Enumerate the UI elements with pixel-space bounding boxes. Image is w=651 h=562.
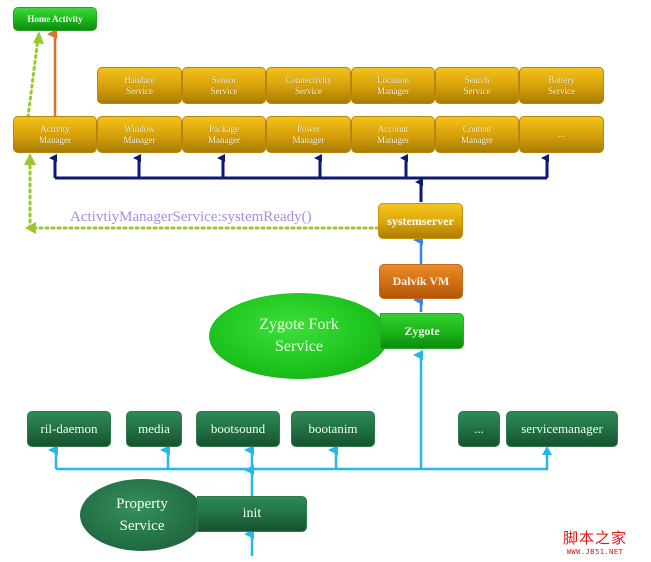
- property-service-label-line2: Service: [119, 518, 165, 534]
- service-label-line1: Location: [377, 74, 409, 85]
- init-label: init: [242, 506, 262, 521]
- property-service-label-line1: Property: [116, 496, 168, 512]
- home-activity-node: Home Activity: [13, 7, 97, 31]
- dalvik-vm-node: Dalvik VM: [379, 264, 463, 299]
- service-label-line1: Connectivity: [285, 74, 332, 85]
- service-label-line1: Search: [464, 74, 490, 85]
- manager-label-line2: Manager: [123, 134, 156, 145]
- manager-label-line1: Activity: [40, 123, 70, 134]
- watermark-chinese: 脚本之家: [563, 529, 628, 547]
- zygote-node: Zygote: [380, 313, 464, 349]
- daemon-label: media: [138, 421, 170, 436]
- daemon-label: ...: [474, 421, 484, 436]
- system-ready-up-arrowhead: [24, 153, 36, 165]
- daemon-node-servicemanager: servicemanager: [506, 411, 618, 447]
- zygote-fork-label-line2: Service: [275, 338, 323, 355]
- service-label-line1: Sensor: [211, 74, 237, 85]
- daemon-label: bootsound: [210, 421, 266, 436]
- service-label-line2: Service: [463, 85, 491, 96]
- service-label-line1: Handare: [124, 74, 155, 85]
- manager-label-line2: Manager: [292, 134, 325, 145]
- manager-label-line1: Account: [377, 123, 409, 134]
- service-label-line2: Service: [125, 85, 153, 96]
- zygote-label: Zygote: [404, 323, 440, 338]
- daemon-node-more: ...: [458, 411, 500, 447]
- manager-label-line2: Manager: [461, 134, 493, 145]
- daemon-node-bootanim: bootanim: [291, 411, 375, 447]
- watermark-url: WWW.JB51.NET: [566, 548, 624, 556]
- daemon-node-media: media: [126, 411, 182, 447]
- daemon-label: bootanim: [308, 421, 358, 436]
- dotted-home-arrowhead: [33, 31, 44, 44]
- daemon-label: servicemanager: [521, 421, 603, 436]
- service-label-line2: Service: [295, 85, 322, 96]
- dalvik-vm-label: Dalvik VM: [392, 274, 450, 288]
- systemserver-label: systemserver: [387, 213, 454, 228]
- service-label-line2: Manager: [377, 85, 409, 96]
- service-label-line2: Service: [548, 85, 575, 96]
- servicemanager-arrowhead: [542, 446, 552, 455]
- manager-label-line1: Power: [296, 123, 320, 134]
- system-ready-left-arrowhead: [25, 222, 36, 234]
- daemon-label: ril-daemon: [40, 421, 98, 436]
- service-label-line2: Service: [210, 85, 238, 96]
- service-label-line1: Battery: [548, 74, 575, 85]
- systemserver-node: systemserver: [378, 203, 463, 239]
- daemon-bus-line: [56, 452, 549, 471]
- manager-label-line1: Content: [462, 123, 492, 134]
- manager-label-line1: Package: [209, 123, 239, 134]
- manager-label-line2: Manager: [377, 134, 409, 145]
- manager-label-line2: Manager: [208, 134, 240, 145]
- manager-label-line1: ...: [558, 129, 565, 139]
- daemon-node-bootsound: bootsound: [196, 411, 280, 447]
- system-ready-call-label: ActivtiyManagerService:systemReady(): [70, 209, 312, 225]
- zygote-fork-label-line1: Zygote Fork: [259, 316, 339, 333]
- manager-label-line2: Manager: [39, 134, 71, 145]
- init-node: init: [197, 496, 307, 532]
- manager-node-more: ...: [519, 116, 604, 153]
- home-activity-label: Home Activity: [27, 14, 83, 24]
- manager-label-line1: Window: [124, 123, 155, 134]
- watermark: 脚本之家 WWW.JB51.NET: [563, 527, 627, 556]
- dotted-to-home-arrow: [26, 36, 40, 119]
- daemon-node-ril-daemon: ril-daemon: [27, 411, 111, 447]
